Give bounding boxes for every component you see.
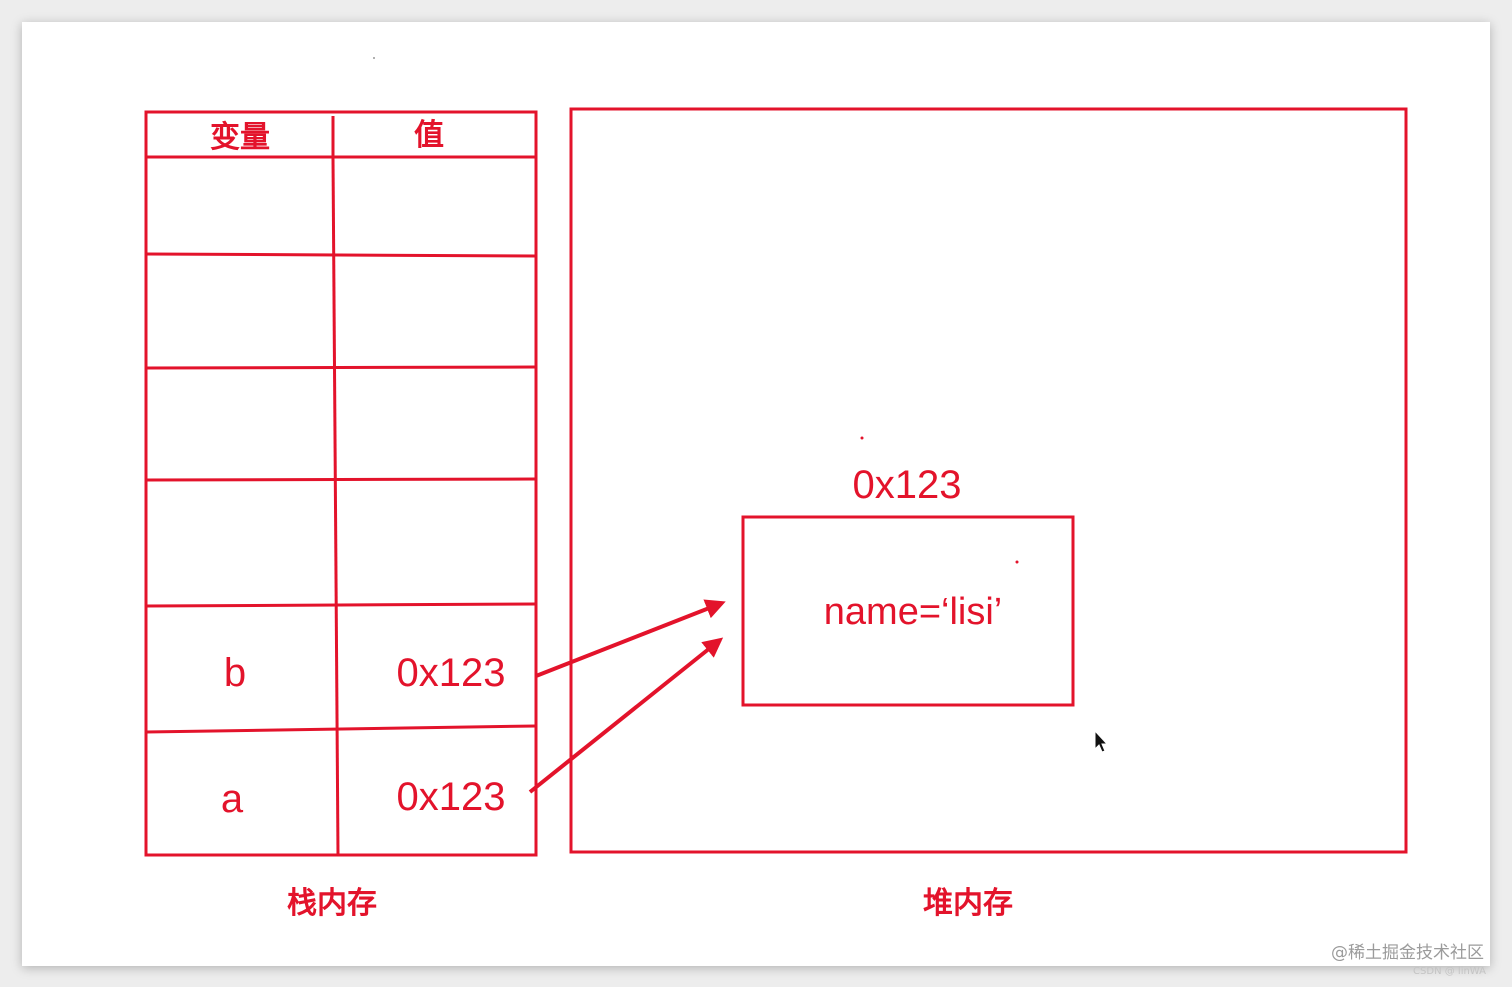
stack-variable-b: b: [224, 651, 246, 695]
stray-dot: [1015, 560, 1019, 564]
stack-row-line: [145, 477, 537, 482]
heap-memory-area: [569, 107, 1408, 854]
stack-row-line: [145, 365, 537, 370]
header-variable-label: 变量: [210, 120, 270, 155]
heap-object-address: 0x123: [853, 463, 962, 507]
stack-memory-table: [144, 110, 538, 857]
stack-row-line: [145, 602, 537, 608]
pointer-arrow-a: [528, 637, 724, 794]
diagram-canvas: [22, 22, 1490, 966]
heap-memory-caption: 堆内存: [923, 886, 1013, 921]
stack-row-line: [145, 252, 537, 258]
stray-dot: [860, 436, 864, 440]
heap-object-box: [741, 515, 1075, 707]
stack-row-line: [145, 724, 537, 734]
header-value-label: 值: [414, 118, 444, 153]
mouse-cursor-icon: [1094, 729, 1109, 753]
stray-dot: [373, 57, 375, 59]
pointer-arrow-b: [535, 599, 726, 678]
stack-table-border: [144, 110, 538, 857]
stack-variable-a: a: [221, 777, 244, 821]
stack-column-divider: [331, 157, 340, 856]
stack-memory-caption: 栈内存: [287, 886, 377, 921]
stack-value-b: 0x123: [397, 651, 506, 695]
heap-object-content: name=‘lisi’: [824, 591, 1002, 633]
watermark: @稀土掘金技术社区: [1331, 943, 1484, 963]
watermark-sub: CSDN @ linWA: [1413, 966, 1486, 977]
stack-value-a: 0x123: [397, 775, 506, 819]
